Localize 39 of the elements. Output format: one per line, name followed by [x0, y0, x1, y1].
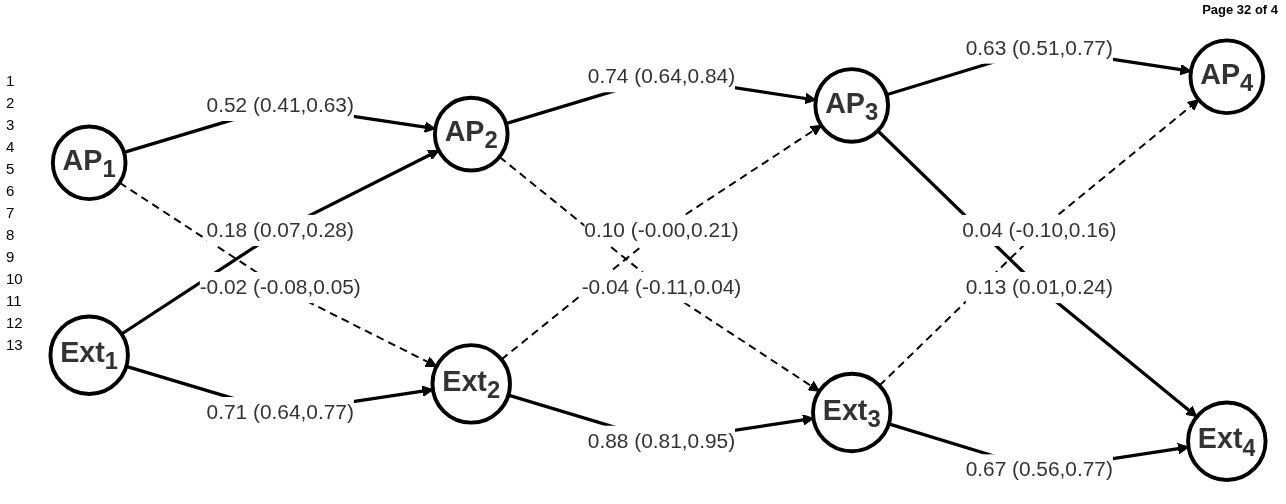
arrow: [120, 149, 440, 336]
node-circle: Ext$_{1}$: [48, 314, 130, 396]
edge-label: -0.04 (-0.11,0.04): [581, 275, 742, 299]
line-number: 10: [6, 269, 23, 289]
page-number: Page 32 of 4: [1202, 2, 1278, 17]
line-number: 1: [6, 71, 16, 91]
line-number: 6: [6, 181, 16, 201]
line-number: 13: [6, 335, 23, 355]
edge-label: -0.02 (-0.08,0.05): [199, 275, 361, 299]
arrow: [498, 155, 820, 392]
node-circle: AP$_{1}$: [50, 124, 128, 202]
edge-label: 0.04 (-0.10,0.16): [962, 218, 1117, 241]
line-number: 8: [6, 225, 16, 245]
edge-label: 0.71 (0.64,0.77): [206, 400, 354, 423]
node-circle: AP$_{4}$: [1188, 38, 1266, 116]
line-number: 4: [6, 137, 16, 157]
node-circle: Ext$_{4}$: [1186, 400, 1268, 482]
line-number: 5: [6, 159, 16, 179]
arrow: [500, 124, 822, 361]
edge-label: 0.18 (0.07,0.28): [206, 218, 354, 241]
line-number: 7: [6, 203, 16, 223]
edge-label: 0.13 (0.01,0.24): [965, 275, 1113, 299]
line-number: 9: [6, 247, 16, 267]
line-number: 3: [6, 115, 16, 135]
edge-label: 0.63 (0.51,0.77): [965, 36, 1113, 59]
line-number: 12: [6, 313, 23, 333]
edge-label: 0.10 (-0.00,0.21): [584, 218, 739, 241]
node-circle: AP$_{2}$: [432, 95, 510, 173]
line-number: 2: [6, 93, 16, 113]
edge-label: 0.88 (0.81,0.95): [587, 429, 736, 452]
node-circle: Ext$_{2}$: [430, 343, 512, 425]
node-circle: AP$_{3}$: [813, 67, 891, 144]
edge-label: 0.74 (0.64,0.84): [587, 65, 736, 88]
arrow: [876, 129, 1198, 418]
line-number: 11: [6, 291, 23, 311]
edge-label: 0.52 (0.41,0.63): [206, 93, 354, 116]
node-circle: Ext$_{3}$: [811, 371, 893, 454]
arrow: [878, 99, 1200, 387]
edge-label: 0.67 (0.56,0.77): [965, 458, 1113, 481]
